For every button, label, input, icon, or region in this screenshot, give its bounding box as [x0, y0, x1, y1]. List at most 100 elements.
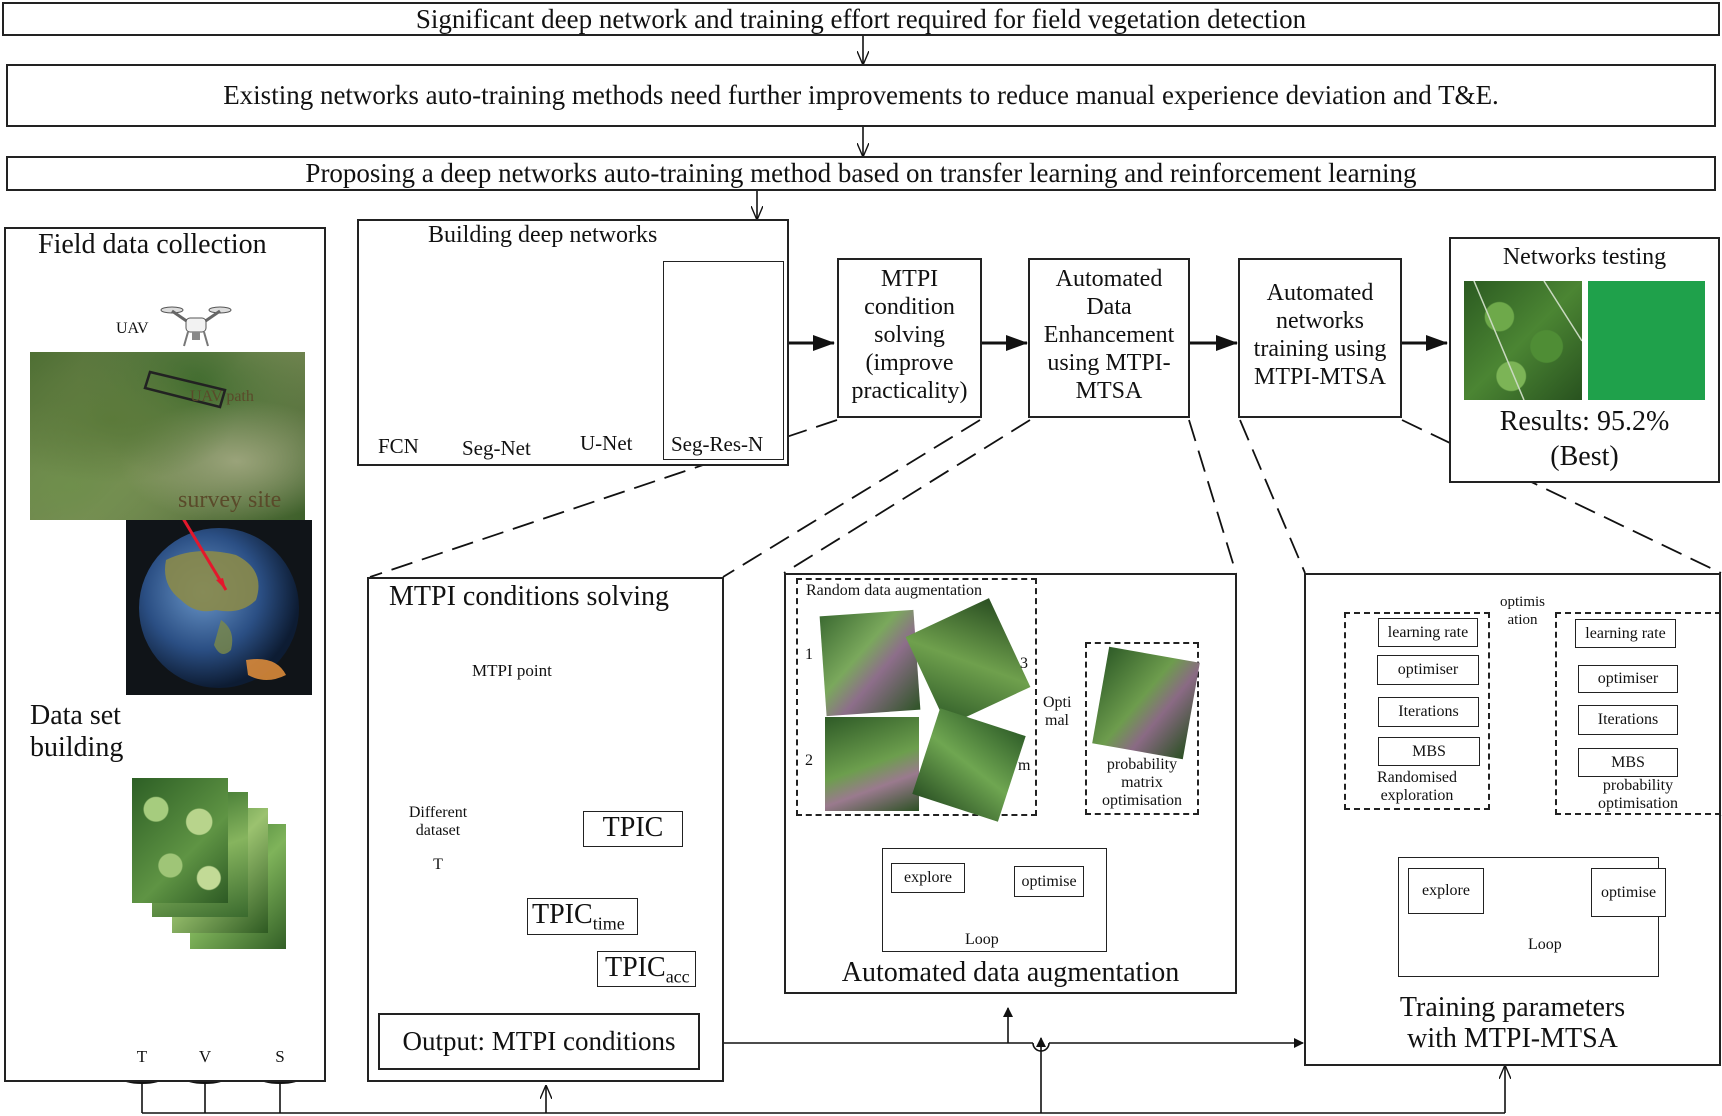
randomised-exploration-2: exploration — [1380, 787, 1454, 804]
left-param-iterations: Iterations — [1378, 697, 1479, 727]
tile-number-m: m — [1018, 757, 1031, 774]
right-param-learning-rate-label: learning rate — [1585, 624, 1666, 642]
left-param-iterations-label: Iterations — [1398, 703, 1459, 720]
right-param-optimiser: optimiser — [1578, 665, 1678, 693]
random-augmentation-label: Random data augmentation — [806, 582, 982, 599]
proposal: Proposing a deep networks auto-training … — [305, 158, 1417, 188]
tpic-box — [583, 811, 683, 847]
mtpi-solving-line-4: (improve — [865, 350, 954, 376]
network-training-line-1: Automated — [1266, 280, 1374, 306]
network-name-unet: U-Net — [580, 431, 633, 455]
mtpi-solving-line-5: practicality) — [851, 378, 968, 404]
dataset-building-label-2: building — [30, 732, 124, 763]
uav-label: UAV — [116, 320, 149, 337]
data-enhancement-line-5: MTSA — [1075, 378, 1143, 404]
tile-number-1: 1 — [805, 646, 813, 663]
testing-output-mask — [1588, 281, 1705, 400]
research-gap: Existing networks auto-training methods … — [223, 80, 1499, 110]
split-train-label: T — [136, 1047, 148, 1066]
tpic-label: TPIC — [602, 812, 664, 843]
optimal-label-1: Opti — [1043, 694, 1072, 711]
network-name-segnet: Seg-Net — [462, 436, 531, 460]
data-enhancement-box — [1028, 258, 1190, 418]
tpic-acc-base: TPIC — [605, 952, 666, 983]
network-training-line-4: MTPI-MTSA — [1253, 364, 1386, 390]
train-explore-label: explore — [1422, 882, 1470, 899]
field-data-title: Field data collection — [38, 229, 267, 260]
optimisation-label-1: optimis — [1499, 594, 1545, 610]
tpic-acc-label: TPICacc — [605, 952, 690, 987]
random-exploration-frame — [1344, 612, 1490, 810]
right-param-mbs-label: MBS — [1611, 753, 1645, 771]
aug-explore-label: explore — [904, 869, 952, 886]
network-name-segresn: Seg-Res-N — [671, 432, 764, 456]
tpic-time-label: TPICtime — [532, 899, 625, 934]
output-box: Output: MTPI conditions — [378, 1013, 700, 1070]
zoom-line-aug-left — [783, 419, 1031, 574]
tpic-acc-sub: acc — [665, 966, 690, 987]
train-optimise-label: optimise — [1600, 883, 1657, 901]
probability-optimisation-2: optimisation — [1598, 795, 1678, 812]
right-param-iterations-label: Iterations — [1597, 711, 1659, 728]
train-loop-label: Loop — [1528, 936, 1562, 953]
randomised-exploration-1: Randomised — [1377, 769, 1457, 786]
data-enhancement-line-4: using MTPI- — [1047, 350, 1171, 376]
network-name-fcn: FCN — [378, 434, 419, 458]
left-param-learning-rate-label: learning rate — [1387, 623, 1469, 641]
zoom-line-train-left — [1239, 419, 1306, 574]
mtpi-conditions-title: MTPI conditions solving — [389, 581, 670, 612]
tile-number-2: 2 — [805, 752, 813, 769]
left-param-optimiser-label: optimiser — [1397, 661, 1459, 678]
probability-optimisation-frame — [1555, 612, 1721, 815]
tpic-time-sub: time — [592, 913, 625, 934]
left-param-learning-rate: learning rate — [1378, 618, 1478, 647]
training-panel-title-2: with MTPI-MTSA — [1407, 1023, 1618, 1054]
left-param-mbs: MBS — [1378, 737, 1480, 766]
network-training-line-3: training using — [1253, 336, 1387, 362]
networks-title: Building deep networks — [428, 222, 658, 248]
different-dataset-label-1: Different — [408, 804, 468, 821]
aug-loop-label: Loop — [965, 931, 999, 948]
problem-statement-box: Significant deep network and training ef… — [2, 2, 1720, 36]
aug-explore-box: explore — [891, 863, 965, 893]
prob-matrix-line-3: optimisation — [1102, 792, 1182, 809]
testing-title: Networks testing — [1502, 244, 1667, 270]
uav-path-label: UAV path — [190, 388, 254, 405]
aug-optimise-box: optimise — [1014, 866, 1084, 897]
tpic-time-box — [527, 898, 638, 935]
training-panel-title-1: Training parameters — [1399, 992, 1626, 1023]
earth-globe-image — [126, 514, 312, 695]
right-param-iterations: Iterations — [1578, 705, 1678, 735]
right-param-optimiser-label: optimiser — [1597, 670, 1659, 687]
output-connector — [700, 1043, 1303, 1051]
probability-optimisation-1: probability — [1602, 777, 1674, 794]
mtpi-point-label: MTPI point — [472, 661, 552, 680]
output-label: Output: MTPI conditions — [402, 1026, 676, 1056]
zoom-line-aug-right — [1188, 419, 1237, 574]
proposal-box: Proposing a deep networks auto-training … — [6, 156, 1716, 191]
dataset-building-label-1: Data set — [30, 700, 121, 731]
zoom-line-mtpi-right — [722, 419, 981, 578]
seg-res-n-frame — [663, 261, 784, 460]
data-enhancement-line-1: Automated — [1055, 266, 1163, 292]
prob-matrix-line-2: matrix — [1121, 774, 1163, 791]
problem-statement: Significant deep network and training ef… — [415, 3, 1307, 34]
testing-input-image — [1464, 280, 1583, 401]
left-param-mbs-label: MBS — [1412, 742, 1446, 760]
augmentation-panel-title: Automated data augmentation — [841, 957, 1180, 988]
train-optimise-box: optimise — [1591, 868, 1666, 917]
mtpi-solving-line-1: MTPI — [880, 266, 939, 292]
uav-drone-icon — [158, 302, 234, 348]
mtpi-solving-line-3: solving — [874, 322, 945, 348]
train-explore-box: explore — [1408, 868, 1484, 914]
testing-result-2: (Best) — [1550, 441, 1619, 472]
optimisation-label-2: ation — [1507, 612, 1538, 628]
random-augmentation-frame — [796, 578, 1037, 816]
split-test-label: S — [275, 1047, 285, 1066]
training-panel — [1304, 573, 1721, 1066]
survey-site-label: survey site — [178, 487, 282, 513]
network-training-box — [1238, 258, 1402, 418]
split-val-label: V — [198, 1047, 212, 1066]
data-enhancement-line-2: Data — [1086, 294, 1132, 320]
